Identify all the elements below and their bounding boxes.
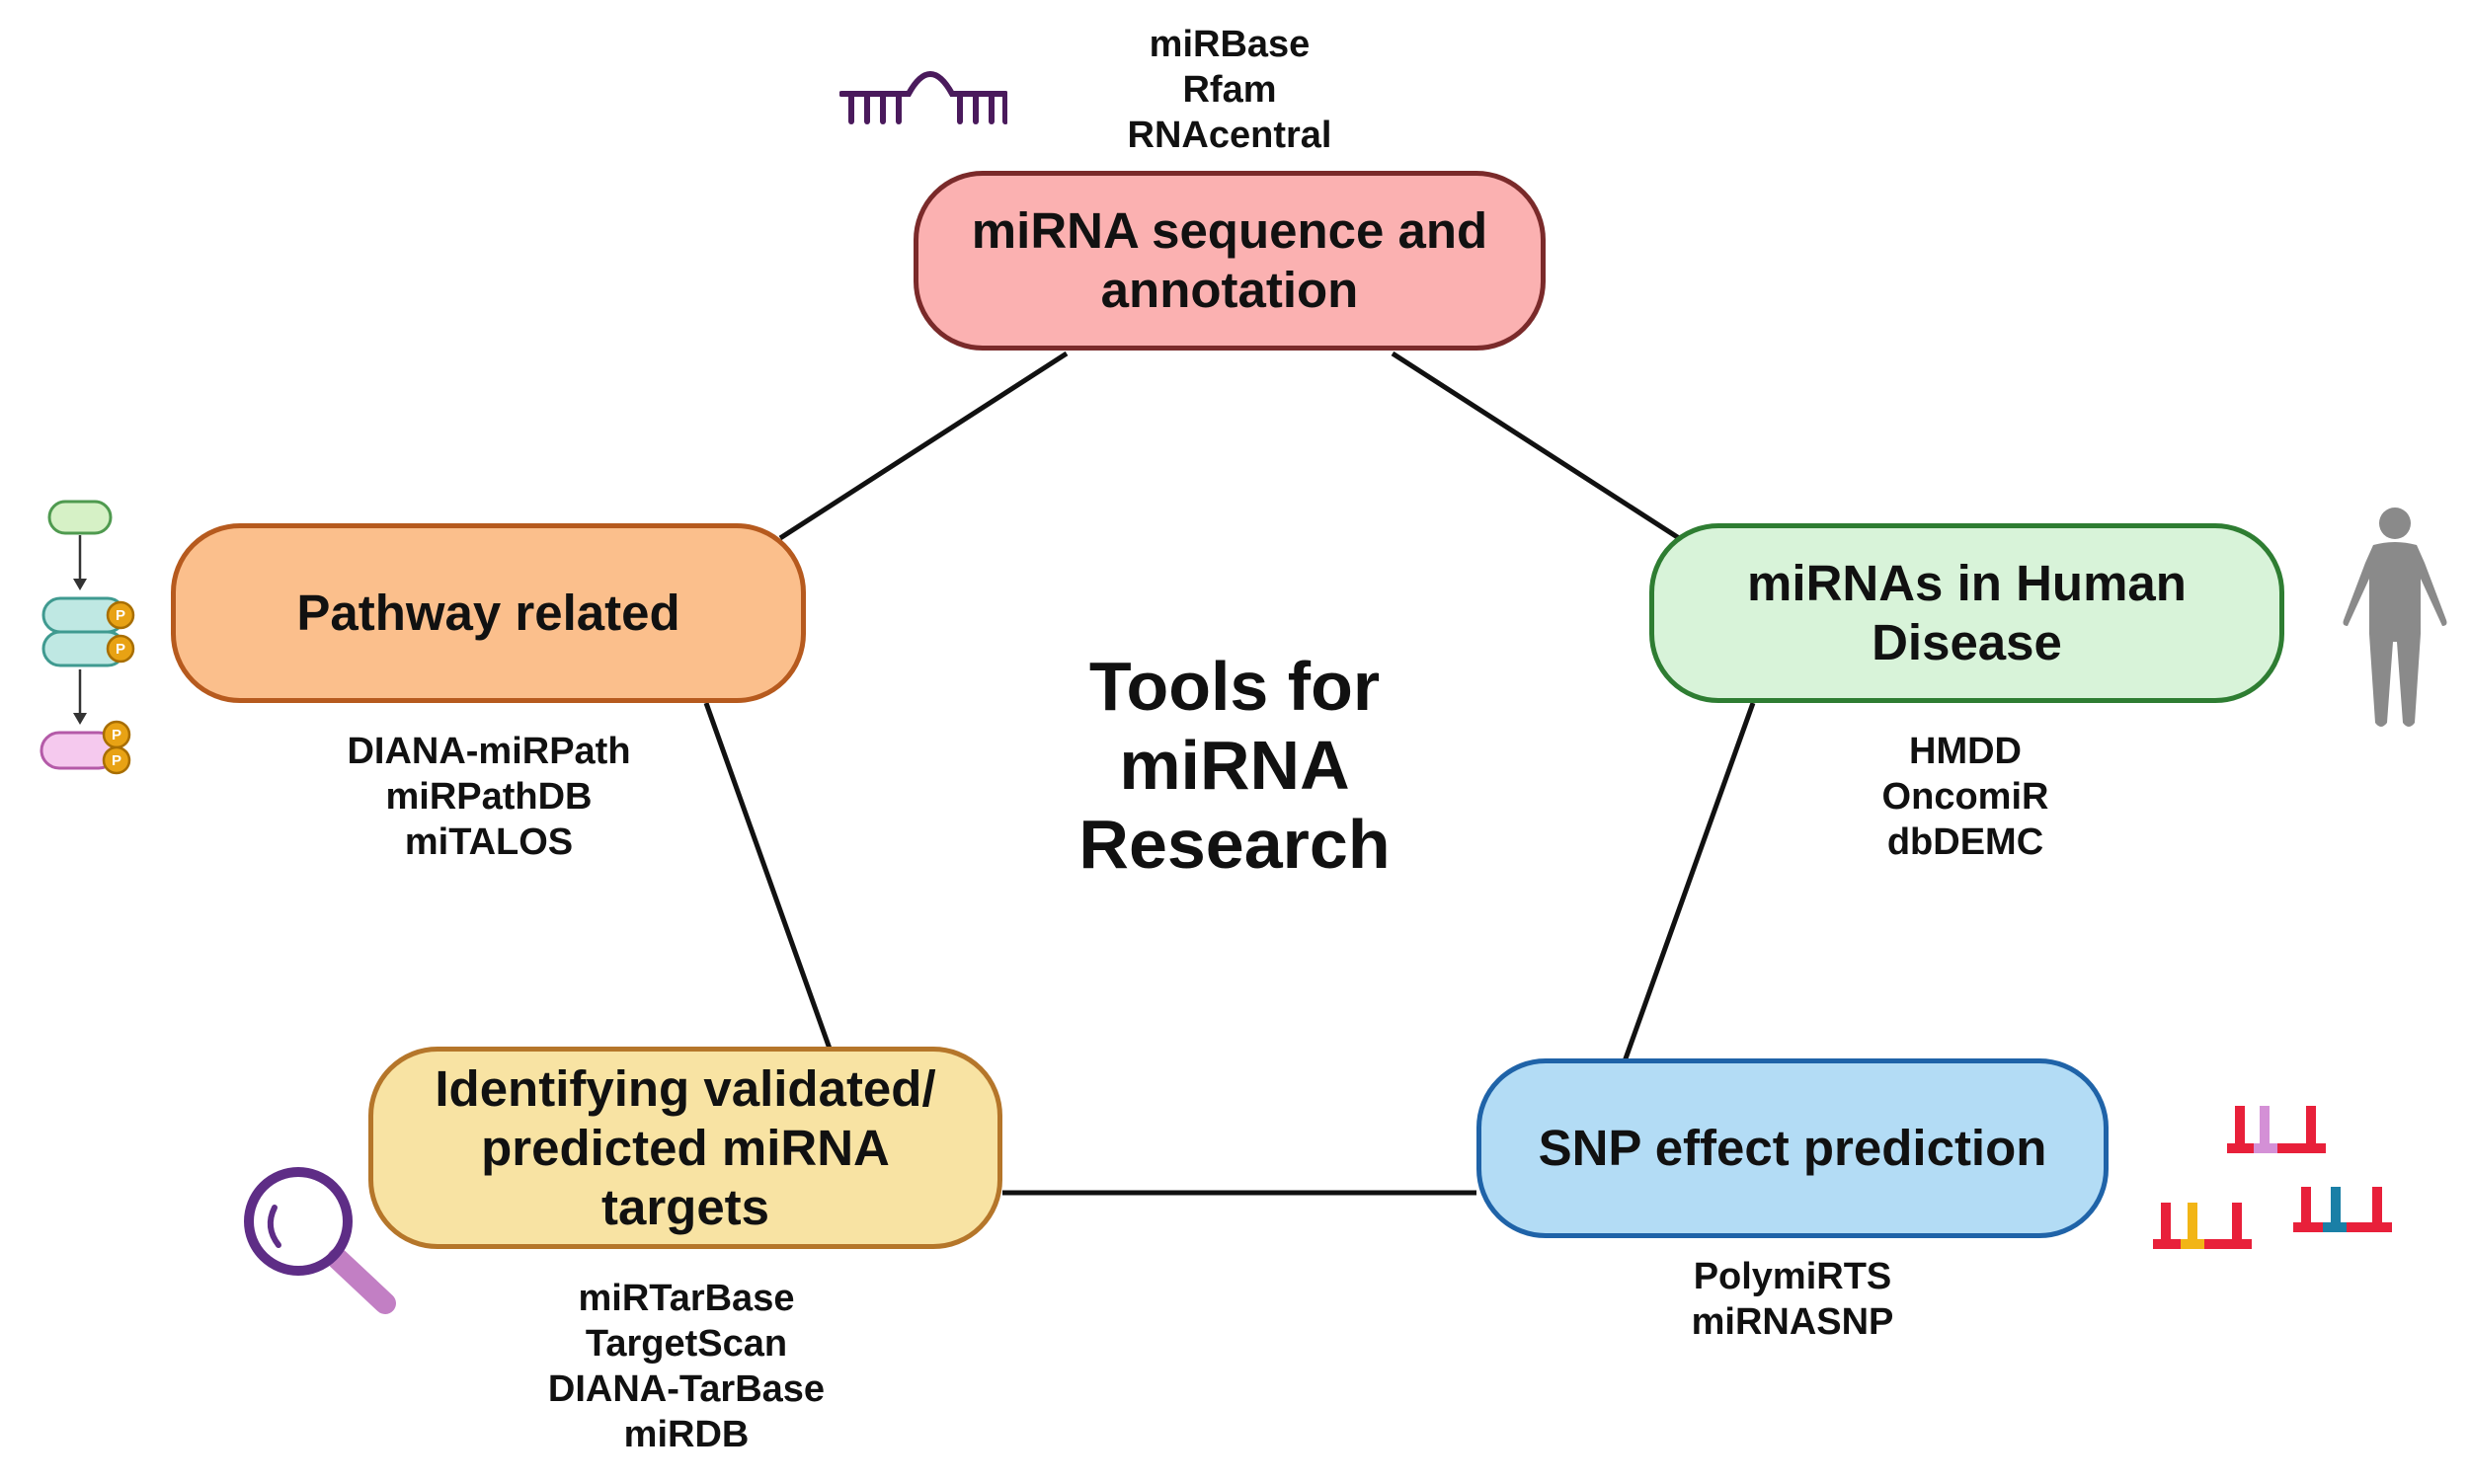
human-body-icon bbox=[2343, 508, 2447, 727]
tools-disease: HMDD OncomiR dbDEMC bbox=[1817, 729, 2113, 865]
magnifier-icon bbox=[244, 1167, 396, 1314]
center-title-line-2: miRNA bbox=[1119, 727, 1350, 804]
edge-targets-pathway bbox=[703, 702, 833, 1050]
node-targets: Identifying validated/ predicted miRNA t… bbox=[368, 1047, 1002, 1249]
tool-item: miRBase bbox=[1149, 24, 1311, 65]
protein-inactive-icon bbox=[47, 500, 113, 535]
center-title-line-3: Research bbox=[1078, 806, 1391, 883]
tool-item: miRTarBase bbox=[578, 1278, 795, 1319]
tool-item: DIANA-TarBase bbox=[547, 1368, 826, 1410]
tool-item: PolymiRTS bbox=[1693, 1256, 1892, 1297]
edge-disease-snp bbox=[1622, 702, 1756, 1062]
node-snp-label: SNP effect prediction bbox=[1538, 1120, 2047, 1176]
phosphorylation-pathway-icon: P P P P bbox=[40, 500, 135, 775]
tools-pathway: DIANA-miRPath miRPathDB miTALOS bbox=[316, 729, 662, 865]
node-sequence: miRNA sequence and annotation bbox=[914, 171, 1546, 351]
node-disease: miRNAs in Human Disease bbox=[1649, 523, 2284, 703]
tools-targets: miRTarBase TargetScan DIANA-TarBase miRD… bbox=[514, 1276, 859, 1457]
tool-item: DIANA-miRPath bbox=[347, 731, 631, 772]
rna-hairpin-icon bbox=[839, 71, 1007, 124]
svg-text:P: P bbox=[112, 752, 121, 769]
tool-item: miRDB bbox=[623, 1414, 750, 1455]
phosphate-icon bbox=[106, 600, 135, 630]
tools-snp: PolymiRTS miRNASNP bbox=[1644, 1254, 1941, 1345]
tool-item: HMDD bbox=[1909, 731, 2022, 772]
tool-item: TargetScan bbox=[585, 1323, 788, 1365]
tool-item: Rfam bbox=[1182, 69, 1277, 111]
node-targets-label: Identifying validated/ predicted miRNA t… bbox=[435, 1059, 936, 1235]
center-title-line-1: Tools for bbox=[1088, 648, 1381, 725]
tool-item: RNAcentral bbox=[1127, 115, 1332, 156]
snp-variant-top bbox=[2227, 1106, 2326, 1153]
edge-sequence-disease bbox=[1391, 351, 1681, 541]
tool-item: miRNASNP bbox=[1691, 1301, 1894, 1343]
tool-item: miRPathDB bbox=[385, 776, 593, 818]
tool-item: dbDEMC bbox=[1886, 821, 2044, 863]
snp-variant-left bbox=[2153, 1203, 2252, 1249]
edge-pathway-sequence bbox=[778, 351, 1069, 541]
node-pathway: Pathway related bbox=[171, 523, 806, 703]
center-title: Tools for miRNA Research bbox=[1017, 647, 1452, 884]
node-pathway-label: Pathway related bbox=[296, 585, 680, 641]
svg-text:P: P bbox=[112, 727, 121, 743]
tools-sequence: miRBase Rfam RNAcentral bbox=[1081, 22, 1378, 158]
tool-item: OncomiR bbox=[1881, 776, 2049, 818]
svg-text:P: P bbox=[116, 607, 125, 624]
phosphate-icon bbox=[102, 745, 131, 775]
snp-variant-right bbox=[2293, 1187, 2392, 1232]
tool-item: miTALOS bbox=[404, 821, 574, 863]
svg-text:P: P bbox=[116, 641, 125, 658]
snp-variants-icon bbox=[2153, 1106, 2392, 1249]
node-sequence-label: miRNA sequence and annotation bbox=[971, 202, 1488, 318]
node-disease-label: miRNAs in Human Disease bbox=[1747, 555, 2187, 670]
node-snp: SNP effect prediction bbox=[1476, 1058, 2109, 1238]
phosphate-icon bbox=[106, 634, 135, 664]
